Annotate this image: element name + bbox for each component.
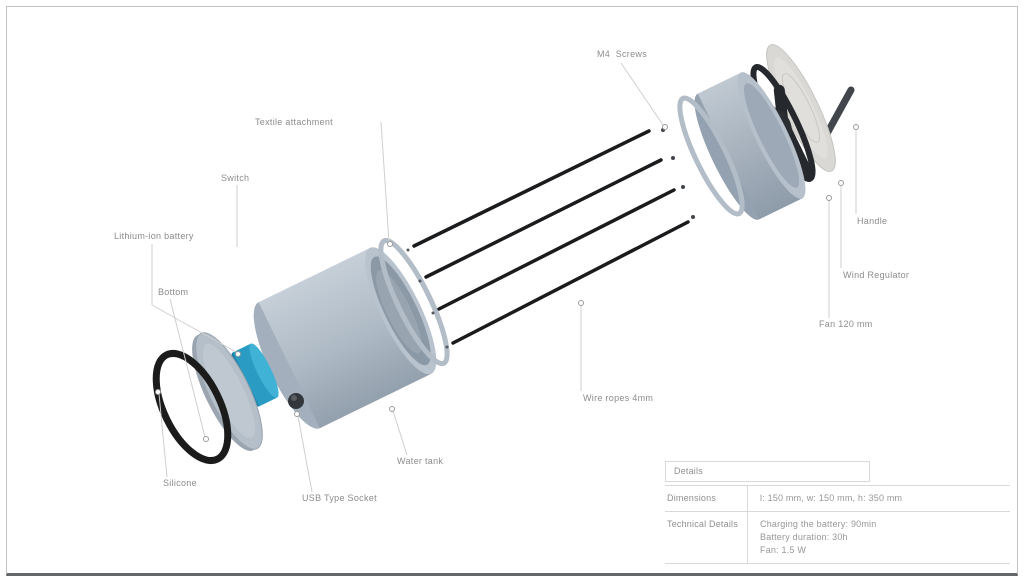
rope-fitting-dot bbox=[406, 248, 410, 252]
leader-silicone bbox=[158, 393, 168, 478]
label-water-tank: Water tank bbox=[397, 456, 444, 466]
bottom-disc-inner bbox=[202, 343, 256, 439]
wire-rope bbox=[412, 129, 651, 248]
leader-dot-m4-screws bbox=[662, 124, 668, 130]
rope-fitting-dot bbox=[445, 345, 449, 349]
label-switch: Switch bbox=[221, 173, 250, 183]
leader-lines bbox=[151, 62, 857, 493]
label-handle: Handle bbox=[857, 216, 888, 226]
leader-textile-attachment bbox=[380, 121, 390, 243]
technical-line-charging: Charging the battery: 90min bbox=[760, 519, 877, 529]
label-fan: Fan 120 mm bbox=[819, 319, 873, 329]
wire-rope bbox=[437, 188, 676, 311]
leader-dot-battery bbox=[235, 351, 241, 357]
technical-line-fan: Fan: 1.5 W bbox=[760, 545, 807, 555]
leader-dot-usb bbox=[294, 411, 300, 417]
label-usb-type-socket: USB Type Socket bbox=[302, 493, 377, 503]
battery-front bbox=[249, 343, 279, 398]
fan-housing-recess bbox=[743, 83, 800, 188]
label-m4-screws: M4 Screws bbox=[597, 49, 648, 59]
label-wire-ropes: Wire ropes 4mm bbox=[583, 393, 654, 403]
rope-fitting-dot bbox=[431, 311, 435, 315]
leader-dot-wire-ropes bbox=[578, 300, 584, 306]
silicone-ring-graphic bbox=[152, 349, 232, 465]
leader-bottom bbox=[169, 298, 206, 438]
dimensions-value: l: 150 mm, w: 150 mm, h: 350 mm bbox=[760, 493, 903, 503]
m4-screw-dot bbox=[681, 185, 685, 189]
battery-body bbox=[232, 343, 278, 407]
textile-ring bbox=[378, 237, 450, 367]
label-wind-regulator: Wind Regulator bbox=[843, 270, 910, 280]
leader-dot-handle bbox=[853, 124, 859, 130]
leader-dot-silicone bbox=[155, 389, 161, 395]
leader-dot-water-tank bbox=[389, 406, 395, 412]
technical-details-value: Charging the battery: 90min Battery dura… bbox=[748, 512, 1010, 563]
fan-housing-body bbox=[697, 72, 803, 220]
leader-dot-bottom bbox=[203, 436, 209, 442]
technical-details-label: Technical Details bbox=[665, 512, 748, 563]
m4-screw-dot bbox=[691, 215, 695, 219]
leader-lithium-battery bbox=[151, 244, 237, 353]
textile-attachment-ring-graphic bbox=[378, 237, 450, 367]
leader-end-dots bbox=[155, 124, 859, 442]
leader-dot-fan bbox=[826, 195, 832, 201]
leader-usb-socket bbox=[297, 415, 313, 493]
label-silicone: Silicone bbox=[163, 478, 197, 488]
leader-dot-textile bbox=[387, 241, 393, 247]
leader-m4-screws bbox=[620, 62, 664, 126]
label-lithium-ion-battery: Lithium-ion battery bbox=[114, 231, 194, 241]
mount-ring-graphic bbox=[677, 95, 745, 217]
details-title-box: Details bbox=[665, 461, 870, 482]
wire-rope bbox=[451, 220, 690, 345]
details-row-dimensions: Dimensions l: 150 mm, w: 150 mm, h: 350 … bbox=[665, 486, 1010, 512]
details-panel: Details Dimensions l: 150 mm, w: 150 mm,… bbox=[665, 461, 1010, 564]
wind-regulator-inner bbox=[774, 57, 828, 159]
details-title-text: Details bbox=[674, 466, 703, 476]
dimensions-label: Dimensions bbox=[665, 486, 748, 511]
rope-fitting-dot bbox=[418, 279, 422, 283]
technical-line-duration: Battery duration: 30h bbox=[760, 532, 848, 542]
label-bottom: Bottom bbox=[158, 287, 189, 297]
wire-ropes-group bbox=[412, 129, 690, 345]
bottom-disc-graphic bbox=[192, 332, 263, 451]
details-table: Dimensions l: 150 mm, w: 150 mm, h: 350 … bbox=[665, 485, 1010, 564]
mount-ring bbox=[677, 95, 745, 217]
m4-screw-dot bbox=[671, 156, 675, 160]
silicone-ring bbox=[152, 349, 232, 465]
label-textile-attachment: Textile attachment bbox=[255, 117, 333, 127]
leader-water-tank bbox=[392, 410, 408, 456]
wire-rope bbox=[424, 158, 663, 279]
leader-dot-wind-regulator bbox=[838, 180, 844, 186]
details-row-technical: Technical Details Charging the battery: … bbox=[665, 512, 1010, 564]
usb-socket-highlight bbox=[291, 395, 297, 401]
usb-socket-graphic bbox=[288, 393, 304, 409]
